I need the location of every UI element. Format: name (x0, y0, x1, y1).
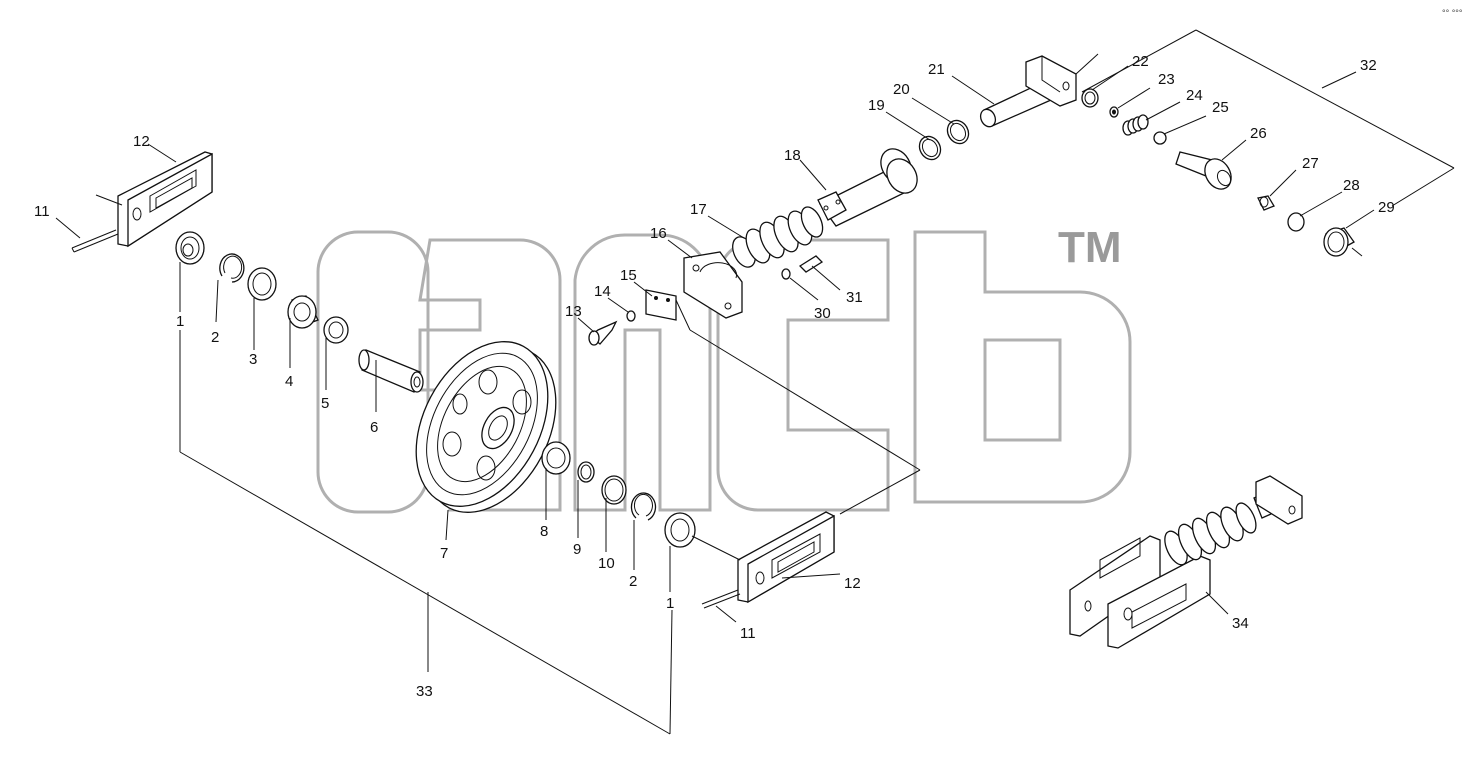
part-14-washer (626, 310, 636, 322)
watermark-trademark: TM (1058, 223, 1122, 272)
part-11-pin-right (701, 589, 741, 609)
label-5: 5 (321, 395, 329, 412)
part-30-washer (781, 268, 791, 280)
part-12-plate-left (95, 151, 213, 248)
label-11-right: 11 (740, 625, 756, 642)
part-13-bolt (588, 320, 618, 346)
label-17: 17 (690, 201, 707, 218)
part-21-rod (979, 53, 1099, 128)
label-27: 27 (1302, 155, 1319, 172)
part-24-spring (1122, 114, 1149, 136)
label-25: 25 (1212, 99, 1229, 116)
part-7-idler-wheel (415, 341, 557, 513)
label-9: 9 (573, 541, 581, 558)
part-11-pin-left (71, 229, 119, 253)
part-18-cylinder (817, 148, 918, 227)
part-19-ring (918, 135, 942, 161)
part-34-assembly (1069, 475, 1303, 649)
label-16: 16 (650, 225, 667, 242)
part-23-nut (1109, 106, 1119, 118)
label-24: 24 (1186, 87, 1203, 104)
label-4: 4 (285, 373, 293, 390)
label-2-left: 2 (211, 329, 219, 346)
label-7: 7 (440, 545, 448, 562)
part-labels: 11 12 1 2 3 4 5 6 7 8 9 10 2 1 11 12 13 … (34, 53, 1395, 700)
label-29: 29 (1378, 199, 1395, 216)
part-5-bearing (323, 316, 349, 344)
label-22: 22 (1132, 53, 1149, 70)
part-17-spring (732, 206, 824, 268)
part-1-seal-left (175, 231, 205, 265)
label-12-left: 12 (133, 133, 150, 150)
part-12-plate-right (691, 511, 835, 604)
label-1-right: 1 (666, 595, 674, 612)
part-3-ring (247, 267, 277, 301)
label-33: 33 (416, 683, 433, 700)
label-18: 18 (784, 147, 801, 164)
label-19: 19 (868, 97, 885, 114)
part-26-fitting (1175, 151, 1232, 190)
part-6-shaft (358, 349, 424, 393)
label-14: 14 (594, 283, 611, 300)
part-8-bearing (541, 441, 571, 475)
part-1-seal-right (664, 512, 696, 548)
label-8: 8 (540, 523, 548, 540)
label-20: 20 (893, 81, 910, 98)
part-15-plate (645, 289, 677, 321)
label-13: 13 (565, 303, 582, 320)
label-11-left: 11 (34, 203, 50, 220)
label-32: 32 (1360, 57, 1377, 74)
label-3: 3 (249, 351, 257, 368)
watermark-logo: TM (316, 223, 1132, 514)
part-16-bracket (683, 251, 743, 319)
label-15: 15 (620, 267, 637, 284)
part-20-ring (946, 119, 970, 145)
label-31: 31 (846, 289, 863, 306)
label-28: 28 (1343, 177, 1360, 194)
corner-mark: °° °°° (1442, 8, 1463, 18)
part-2-snap-ring-left (219, 253, 245, 283)
label-6: 6 (370, 419, 378, 436)
label-12-right: 12 (844, 575, 861, 592)
label-10: 10 (598, 555, 615, 572)
label-30: 30 (814, 305, 831, 322)
part-25-ball (1153, 131, 1167, 145)
part-10-ring (601, 475, 627, 505)
label-34: 34 (1232, 615, 1249, 632)
part-29-plug (1323, 227, 1363, 257)
part-31-bolt (798, 255, 824, 273)
part-4-bushing (287, 295, 319, 329)
label-2-right: 2 (629, 573, 637, 590)
part-9-ring (577, 461, 595, 483)
label-23: 23 (1158, 71, 1175, 88)
part-22-ring (1081, 88, 1099, 108)
part-27-grease-nipple (1257, 195, 1275, 211)
leader-lines (55, 29, 1455, 735)
label-21: 21 (928, 61, 945, 78)
part-28-o-ring (1287, 212, 1305, 232)
part-2-snap-ring-right (630, 492, 657, 521)
label-1-left: 1 (176, 313, 184, 330)
label-26: 26 (1250, 125, 1267, 142)
